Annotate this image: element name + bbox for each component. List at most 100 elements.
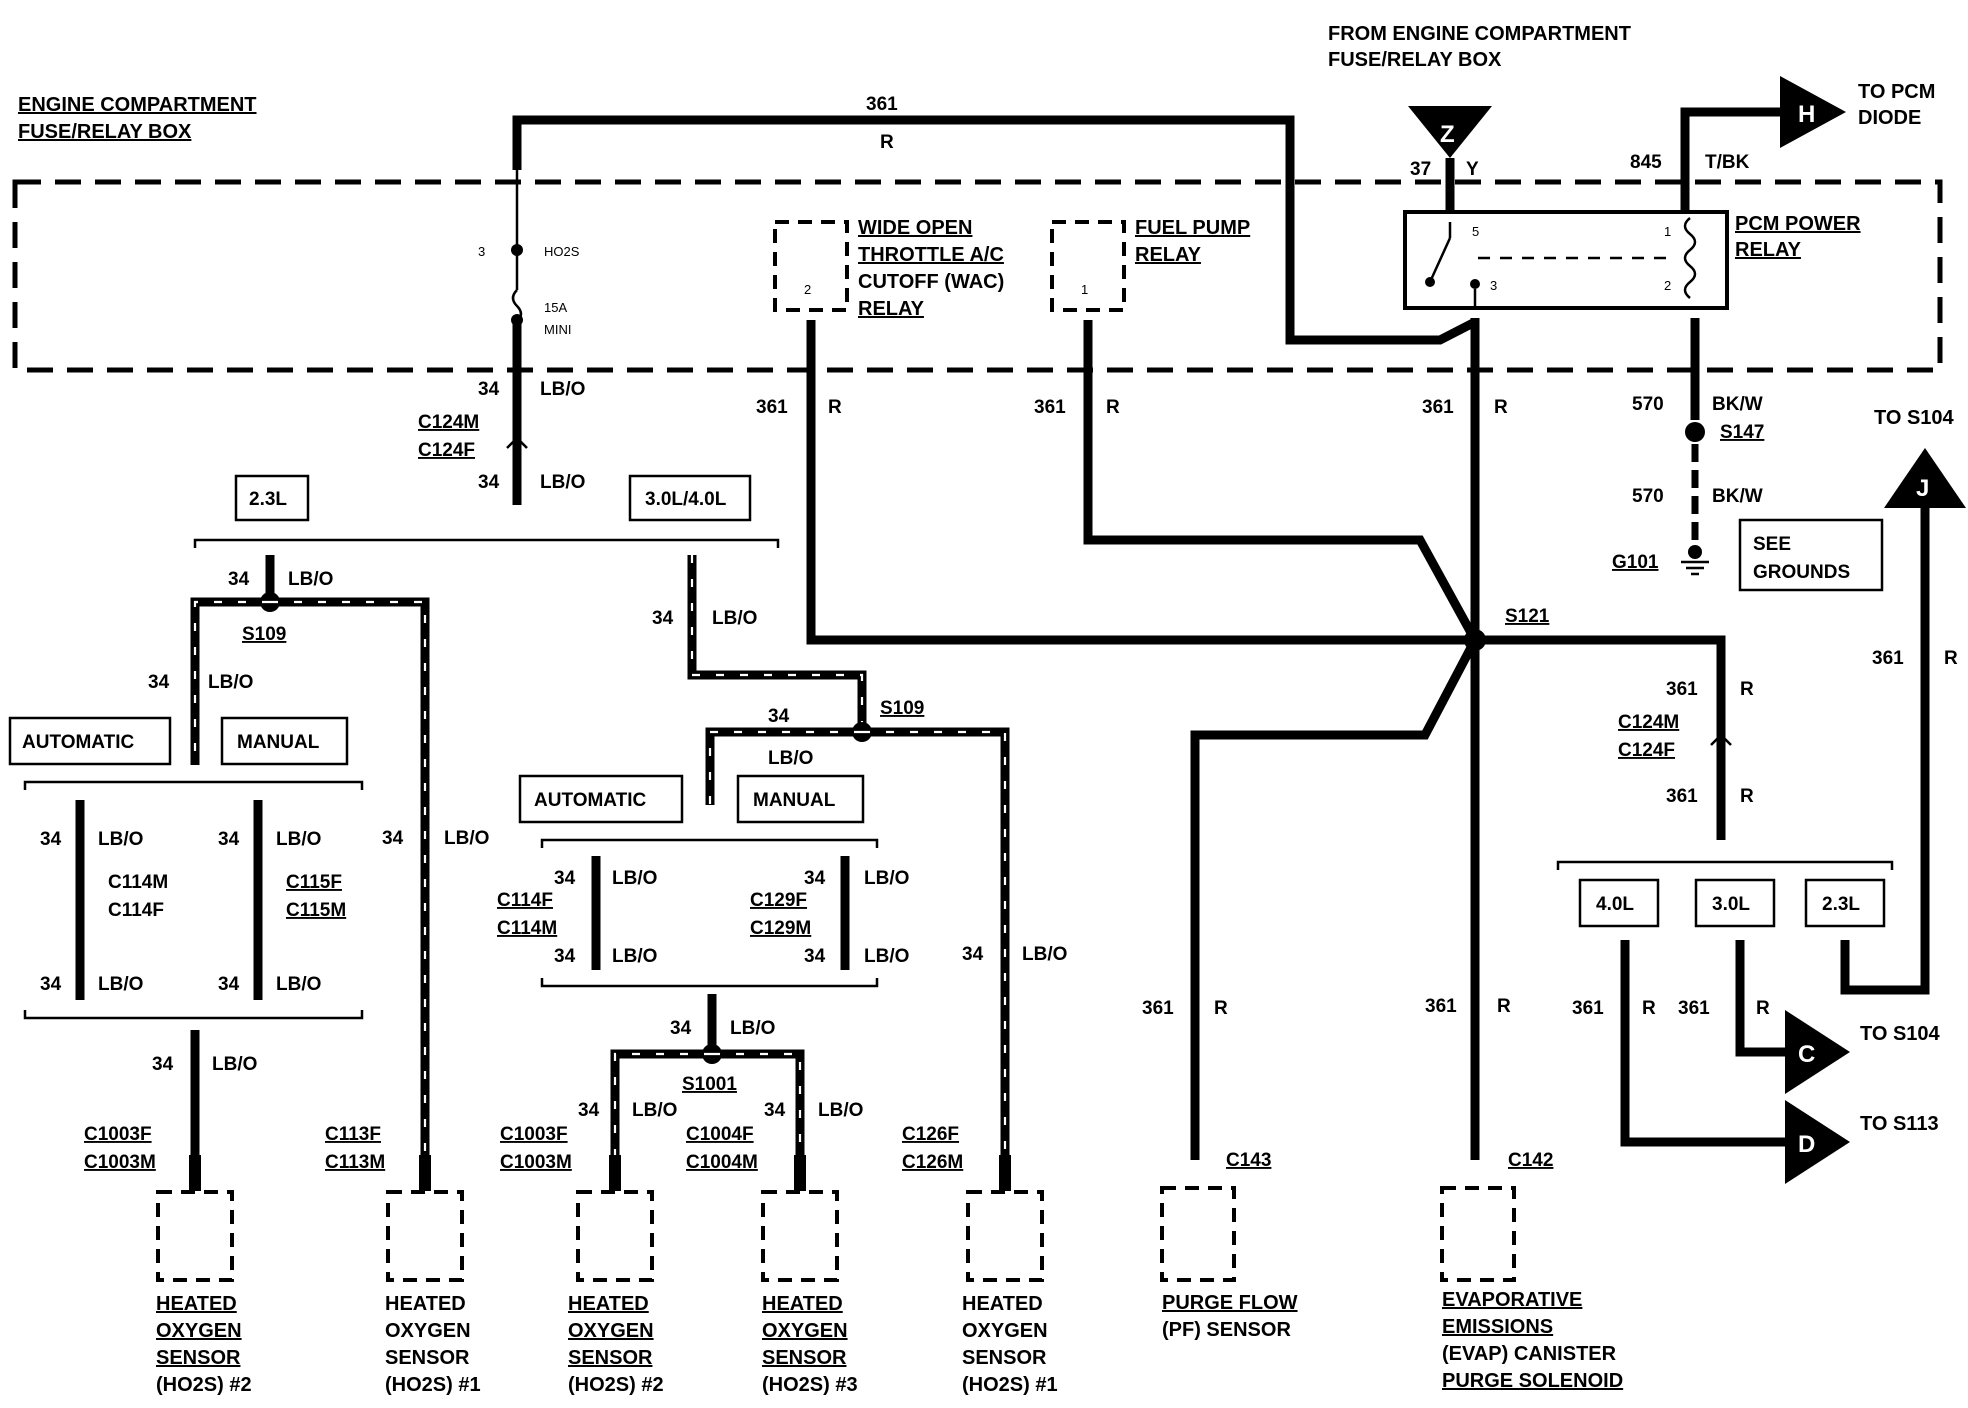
- splice-s121-label: S121: [1505, 606, 1550, 627]
- ho2s1-right-l3: SENSOR: [962, 1347, 1047, 1369]
- fuse-name: HO2S: [544, 244, 580, 259]
- ho2s2-left-circuit: 34: [152, 1054, 174, 1075]
- ho2s2-mid-circuit: 34: [578, 1100, 600, 1121]
- splice-s147: [1685, 422, 1705, 442]
- offpage-j-triangle: [1884, 448, 1966, 508]
- ho2s1-right-color: LB/O: [1022, 944, 1067, 965]
- relay-pin-3: 3: [1490, 278, 1497, 293]
- terminal-h: H TO PCM DIODE 845 T/BK: [1630, 76, 1935, 212]
- trans-left-bracket-top: [23, 780, 364, 790]
- ho2s1-left-l2: OXYGEN: [385, 1320, 471, 1342]
- wire-361-fuel-pump: [1083, 320, 1479, 643]
- fuse-relay-box-outline: [12, 179, 1943, 373]
- fuel-pump-relay-pin: 1: [1081, 282, 1088, 297]
- d-wire-color: R: [1642, 998, 1656, 1019]
- main-wire-circuit-bot: 34: [478, 472, 500, 493]
- automatic-left-box: [8, 716, 172, 766]
- auto-mid-color-bot: LB/O: [612, 946, 657, 967]
- s1001-in-color: LB/O: [730, 1018, 775, 1039]
- ho2s1-right-sensor: [966, 1190, 1044, 1282]
- manual-mid-circuit-top: 34: [804, 868, 826, 889]
- right-wire-circuit-top: 361: [1666, 679, 1698, 700]
- manual-left-box: [220, 716, 349, 766]
- ho2s3-l4: (HO2S) #3: [762, 1374, 858, 1396]
- ho2s3-sensor: [761, 1190, 839, 1282]
- wire-570-color-bot: BK/W: [1712, 486, 1763, 507]
- fuse-rating-line2: MINI: [544, 322, 571, 337]
- evap-wire-circuit: 361: [1425, 996, 1457, 1017]
- wire-361-right: [1475, 635, 1726, 840]
- terminal-h-letter: H: [1798, 101, 1815, 128]
- wire-845: [1680, 107, 1782, 212]
- pcm-wire-color: R: [1494, 397, 1508, 418]
- automatic-mid-label: AUTOMATIC: [534, 790, 647, 811]
- connector-plug-ho2s2-mid: [609, 1155, 621, 1191]
- j-wire-circuit: 361: [1872, 648, 1904, 669]
- pf-sensor-l1: PURGE FLOW: [1162, 1292, 1298, 1314]
- ho2s2-mid-l4: (HO2S) #2: [568, 1374, 664, 1396]
- fuse-pin: 3: [478, 244, 485, 259]
- ho2s3-color: LB/O: [818, 1100, 863, 1121]
- s109-mid-circuit: 34: [768, 706, 790, 727]
- fp-wire-color: R: [1106, 397, 1120, 418]
- wac-relay-label-line3: CUTOFF (WAC): [858, 271, 1004, 293]
- offpage-c-triangle: [1785, 1010, 1850, 1094]
- c124-right-icon: [1710, 733, 1732, 746]
- mid-branch-color: LB/O: [712, 608, 757, 629]
- wac-relay-label-line1: WIDE OPEN: [858, 217, 972, 239]
- ho2s1-left-sensor: [386, 1190, 464, 1282]
- offpage-d-triangle: [1785, 1100, 1850, 1184]
- s109-mid-color: LB/O: [768, 748, 813, 769]
- terminal-z: FROM ENGINE COMPARTMENT FUSE/RELAY BOX Z…: [1328, 23, 1631, 212]
- splice-s1001-label: S1001: [682, 1074, 737, 1095]
- c113-m: C113M: [325, 1152, 385, 1173]
- fuse-rating-line1: 15A: [544, 300, 567, 315]
- manual-mid-circuit-bot: 34: [804, 946, 826, 967]
- c126-m: C126M: [902, 1152, 963, 1173]
- wac-relay-pin: 2: [804, 282, 811, 297]
- connector-c142: C142: [1508, 1150, 1553, 1171]
- offpage-j-letter: J: [1916, 475, 1929, 502]
- connector-plug-ho2s1-right: [999, 1155, 1011, 1191]
- wire-361-pf-sensor: [1190, 637, 1479, 1160]
- c124-right-m: C124M: [1618, 712, 1679, 733]
- ho2s2-mid-l1: HEATED: [568, 1293, 649, 1315]
- ground-circuit: 570 BK/W S147 570 BK/W G101 SEE GROUNDS: [1612, 318, 1884, 592]
- c1003-left-m: C1003M: [84, 1152, 156, 1173]
- ho2s1-left-l4: (HO2S) #1: [385, 1374, 481, 1396]
- c114-mid-f: C114F: [497, 890, 553, 911]
- offpage-c-letter: C: [1798, 1041, 1815, 1068]
- c129-f: C129F: [750, 890, 807, 911]
- wac-relay-box: [773, 220, 849, 312]
- terminal-h-triangle: [1780, 76, 1846, 148]
- fp-wire-circuit: 361: [1034, 397, 1066, 418]
- ground-g101-label: G101: [1612, 552, 1659, 573]
- auto-left-circuit-bot: 34: [40, 974, 62, 995]
- automatic-left-label: AUTOMATIC: [22, 732, 135, 753]
- wire-361-to-d: [1620, 940, 1795, 1147]
- ho2s1-right-l2: OXYGEN: [962, 1320, 1048, 1342]
- fuel-pump-relay-box: [1050, 220, 1126, 312]
- wire-361-top: [512, 115, 1478, 345]
- engine-3.0L-label: 3.0L: [1712, 894, 1750, 915]
- fuel-pump-relay: 1 FUEL PUMP RELAY: [1050, 217, 1250, 312]
- ho2s2-mid-l3: SENSOR: [568, 1347, 653, 1369]
- evap-l1: EVAPORATIVE: [1442, 1289, 1582, 1311]
- evap-solenoid: [1440, 1186, 1516, 1282]
- fuel-pump-relay-label-line2: RELAY: [1135, 244, 1202, 266]
- top-color-label: R: [880, 132, 894, 153]
- from-fuse-box-line2: FUSE/RELAY BOX: [1328, 49, 1502, 71]
- wac-relay-label-line2: THROTTLE A/C: [858, 244, 1004, 266]
- right-engine-bracket: [1556, 860, 1894, 870]
- manual-left-color-top: LB/O: [276, 829, 321, 850]
- manual-mid-color-top: LB/O: [864, 868, 909, 889]
- terminal-h-color: T/BK: [1705, 152, 1750, 173]
- left-branch-color: LB/O: [288, 569, 333, 590]
- manual-left-circuit-bot: 34: [218, 974, 240, 995]
- wac-wire-color: R: [828, 397, 842, 418]
- auto-left-color-top: LB/O: [98, 829, 143, 850]
- see-grounds-box: [1738, 518, 1884, 592]
- c124-right-f: C124F: [1618, 740, 1675, 761]
- ho2s1-left-circuit: 34: [382, 828, 404, 849]
- evap-l4: PURGE SOLENOID: [1442, 1370, 1623, 1392]
